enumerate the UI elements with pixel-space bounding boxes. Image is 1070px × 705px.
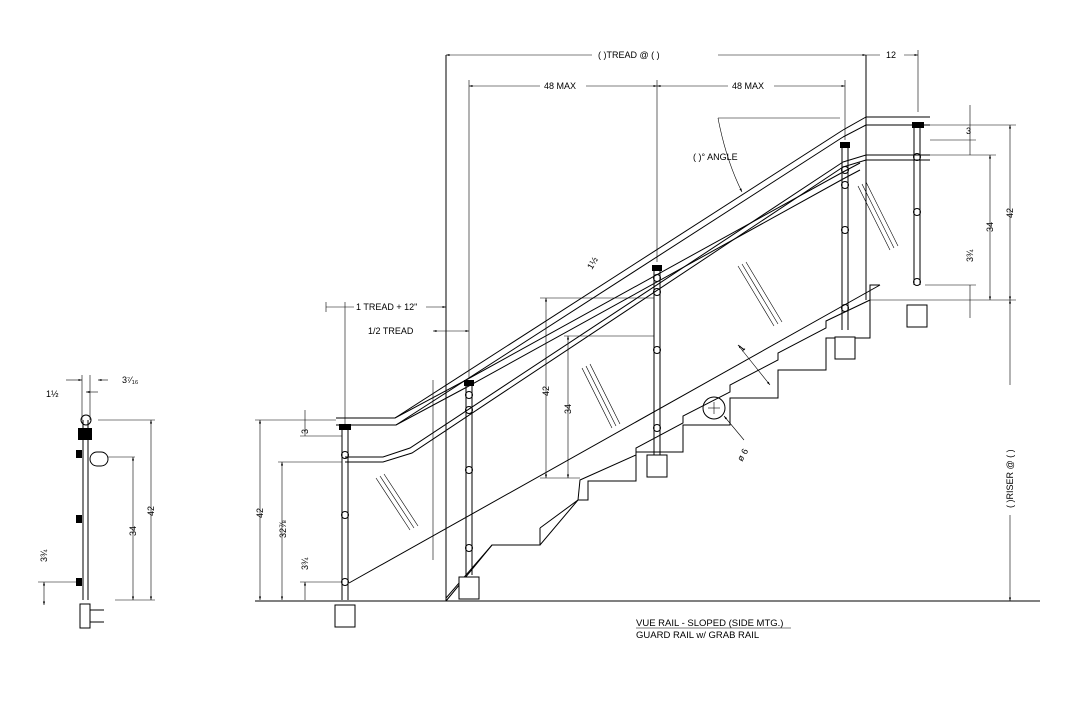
label-right-34: 34 [985,222,995,232]
label-left-3: 3 [300,429,310,434]
stair-steps [445,300,871,601]
grab-rail [345,154,930,463]
label-1-5: 1½ [585,255,600,271]
label-angle: ( )° ANGLE [693,152,738,162]
label-riser: ( )RISER @ ( ) [1005,449,1015,508]
label-tread-12: 1 TREAD + 12" [356,302,417,312]
diameter-circle [702,396,726,420]
title-line-1: VUE RAIL - SLOPED (SIDE MTG.) [636,618,783,629]
label-half-tread: 1/2 TREAD [368,326,414,336]
post-1 [334,424,356,628]
label-right-3: 3 [966,126,971,136]
label-dia-6: ø 6 [735,447,750,463]
glass-hatches [375,181,899,531]
label-right-42: 42 [1005,208,1015,218]
label-slope-1: 1 [736,343,747,354]
label-left-42: 42 [255,508,265,518]
label-left-32-7-8: 32⅞ [278,520,288,538]
label-mid-42: 42 [541,386,551,396]
stair-nosing-line [348,284,881,584]
post-4 [834,142,856,360]
label-detail-3-7-16: 3⁷⁄₁₆ [122,375,139,385]
label-right-3-3-4: 3¾ [965,249,975,262]
post-3 [646,265,668,478]
label-48-max-right: 48 MAX [732,81,764,91]
stair-profile [445,284,880,602]
side-detail [38,375,155,629]
label-mid-34: 34 [563,404,573,414]
label-detail-42: 42 [146,506,156,516]
title-line-2: GUARD RAIL w/ GRAB RAIL [636,630,759,641]
label-detail-34: 34 [128,526,138,536]
post-5 [906,122,928,328]
label-top-tread: ( )TREAD @ ( ) [598,50,660,60]
label-detail-1-5: 1½ [46,389,59,399]
label-detail-3-3-4: 3¾ [39,549,49,562]
label-left-3-3-4: 3¾ [300,557,310,570]
post-2 [458,380,480,600]
label-top-12: 12 [886,50,896,60]
label-48-max-left: 48 MAX [544,81,576,91]
